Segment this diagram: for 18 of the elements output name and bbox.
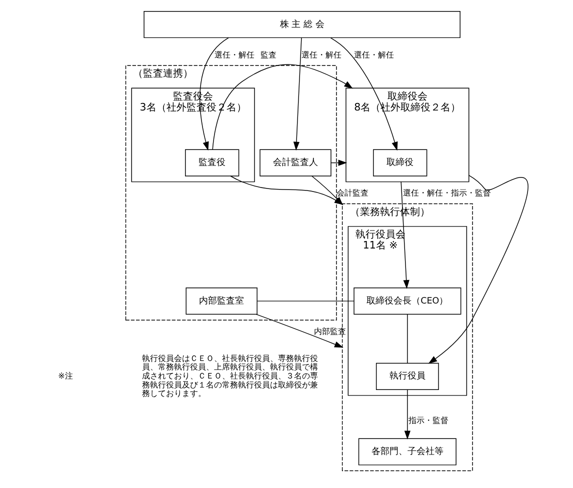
arrow <box>404 389 410 440</box>
arrow <box>199 37 230 151</box>
node-box: 執行役員 <box>376 362 439 390</box>
node-box: 株 主 総 会 <box>144 11 460 38</box>
connector <box>256 300 354 302</box>
arrow <box>212 64 353 150</box>
arrow <box>293 38 302 151</box>
node-box: 各部門、子会社等 <box>358 438 456 466</box>
node-box: 取締役 <box>373 149 428 176</box>
node-box: 監査役 <box>185 149 240 176</box>
arrow <box>428 174 528 364</box>
node-box: 会計監査人 <box>260 149 332 176</box>
node-box: 内部監査室 <box>186 288 258 315</box>
arrow <box>256 314 344 348</box>
node-box: 取締役会長（CEO） <box>354 288 462 315</box>
connector <box>407 314 408 364</box>
arrow <box>330 37 398 151</box>
arrow <box>400 181 410 289</box>
